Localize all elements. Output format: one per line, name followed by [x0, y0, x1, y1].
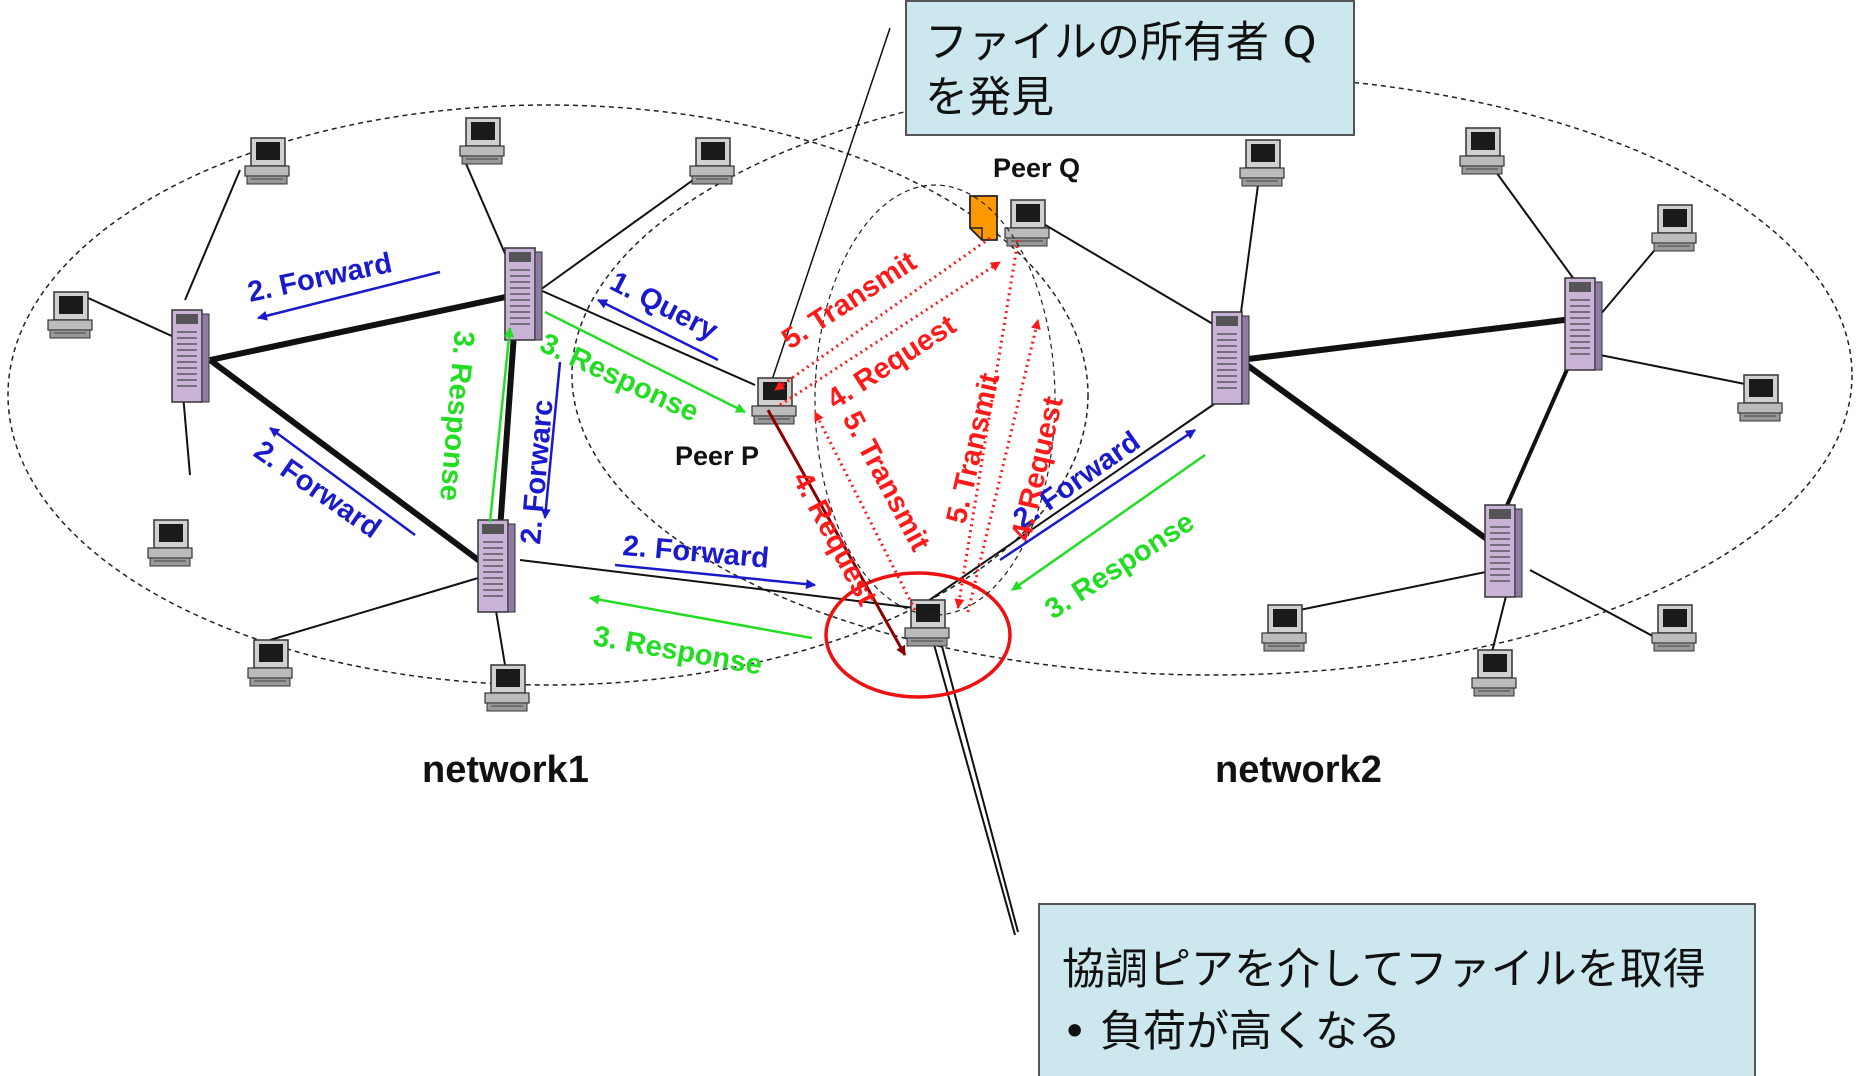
callout-top-pointer: [771, 27, 891, 381]
callout-cooperative-fetch: 協調ピアを介してファイルを取得 •負荷が高くなる: [1038, 903, 1756, 1076]
label-response-n2: 3. Response: [1039, 506, 1200, 626]
label-peer-q: Peer Q: [993, 153, 1080, 183]
callout-bottom-title: 協調ピアを介してファイルを取得: [1062, 945, 1706, 995]
peer-q-computer: [1004, 199, 1050, 247]
arrow-transmit-q-to-p: [774, 236, 991, 392]
peer-pc: [1651, 604, 1697, 652]
network-links: [74, 149, 1751, 933]
server-n2-left: [1211, 311, 1250, 405]
callout-top-line1: ファイルの所有者 Q: [925, 18, 1317, 68]
label-response-n1-bottom: 3. Response: [591, 620, 765, 681]
label-network1: network1: [422, 749, 589, 791]
peer-pc: [244, 137, 290, 185]
arrow-transmit-q-to-coop: [954, 239, 1020, 609]
label-request-coop: 4. Request: [786, 466, 883, 611]
arrow-response-n1-bottom: [589, 594, 813, 640]
bullet-marker: •: [1062, 1007, 1088, 1057]
arrow-request-p-to-q: [779, 260, 1001, 407]
overlap-ring: [814, 184, 1056, 616]
callout-top-line2: を発見: [925, 73, 1054, 123]
peer-pc: [459, 117, 505, 165]
server-n1-bottom: [477, 519, 516, 613]
arrow-forward-to-cooperator: [614, 563, 816, 590]
arrow-response-to-peer-p: [544, 310, 746, 414]
callout-bottom-pointer: [929, 629, 1016, 936]
peer-pc: [1471, 649, 1517, 697]
network1-boundary: [7, 104, 1089, 686]
arrow-response-n2: [1011, 453, 1206, 592]
label-request-p-to-q: 4. Request: [821, 309, 962, 416]
callout-bottom-bullet-text: 負荷が高くなる: [1100, 1007, 1401, 1057]
peer-pc: [1459, 127, 1505, 175]
peer-pc: [689, 137, 735, 185]
cooperating-peer-computer: [904, 599, 950, 647]
peer-pc: [247, 639, 293, 687]
arrow-transmit-p-to-coop: [813, 411, 917, 611]
peer-p-computer: [751, 377, 797, 425]
arrow-request-coop-to-q: [966, 319, 1041, 613]
peer-pc: [1261, 604, 1307, 652]
label-forward-n1-vertical: 2. Forwarc: [515, 398, 560, 545]
label-network2: network2: [1215, 749, 1382, 791]
peer-pc: [1651, 204, 1697, 252]
label-transmit-q-to-coop: 5. Transmit: [941, 370, 1007, 527]
arrow-query: [597, 298, 719, 362]
server-n2-bottom: [1484, 504, 1523, 598]
label-forward-n1-top: 2. Forward: [245, 247, 395, 309]
arrow-forward-n1-vertical: [540, 361, 562, 519]
peer-pc: [484, 664, 530, 712]
arrow-request-coop-to-p: [766, 409, 907, 656]
arrow-forward-n2: [999, 428, 1196, 562]
peer-pc: [1737, 374, 1783, 422]
server-n2-right: [1564, 277, 1603, 371]
peer-pc: [47, 291, 93, 339]
arrow-forward-n1-top: [257, 270, 441, 321]
callout-file-owner-found: ファイルの所有者 Q を発見: [905, 0, 1355, 136]
peer-pc: [1239, 139, 1285, 187]
label-response-n1-vertical: 3. Response: [433, 329, 480, 502]
arrow-forward-n1-bottom: [269, 426, 416, 537]
callout-bottom-bullet: •負荷が高くなる: [1062, 1001, 1732, 1063]
arrow-response-n1-vertical: [488, 327, 515, 523]
server-n1-left: [171, 309, 210, 403]
label-forward-n1-bottom: 2. Forward: [248, 435, 386, 545]
cooperating-peer-highlight: [824, 571, 1012, 699]
peer-pc: [147, 519, 193, 567]
server-n1-top: [504, 247, 543, 341]
label-peer-p: Peer P: [675, 441, 759, 471]
label-query: 1. Query: [605, 266, 723, 347]
